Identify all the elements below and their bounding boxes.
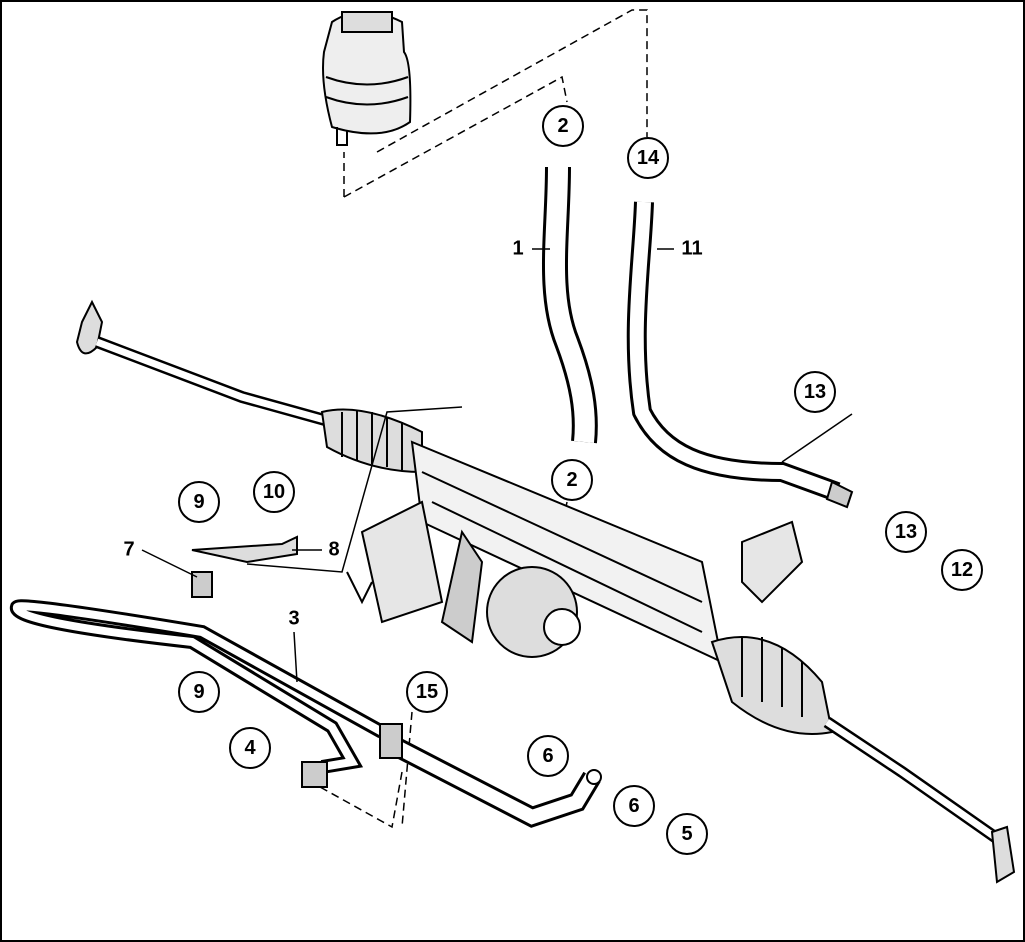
callout-2-top: 2 — [542, 105, 584, 147]
label-7: 7 — [123, 538, 135, 561]
bracket-8 — [191, 535, 298, 564]
callout-14: 14 — [627, 137, 669, 179]
callout-13-top: 13 — [794, 371, 836, 413]
label-11: 11 — [681, 237, 703, 260]
callout-13-right: 13 — [885, 511, 927, 553]
steering-rack — [75, 299, 1016, 884]
callout-5: 5 — [666, 813, 708, 855]
callout-6-right: 6 — [613, 785, 655, 827]
callout-9-top: 9 — [178, 481, 220, 523]
label-8: 8 — [328, 538, 340, 561]
callout-12: 12 — [941, 549, 983, 591]
callout-15: 15 — [406, 671, 448, 713]
callout-10: 10 — [253, 471, 295, 513]
callout-4: 4 — [229, 727, 271, 769]
callout-2-mid: 2 — [551, 459, 593, 501]
callout-6-left: 6 — [527, 735, 569, 777]
fitting-7 — [191, 571, 213, 598]
label-3: 3 — [288, 607, 300, 630]
callout-9-bottom: 9 — [178, 671, 220, 713]
fluid-reservoir — [322, 11, 412, 146]
label-1: 1 — [512, 237, 524, 260]
